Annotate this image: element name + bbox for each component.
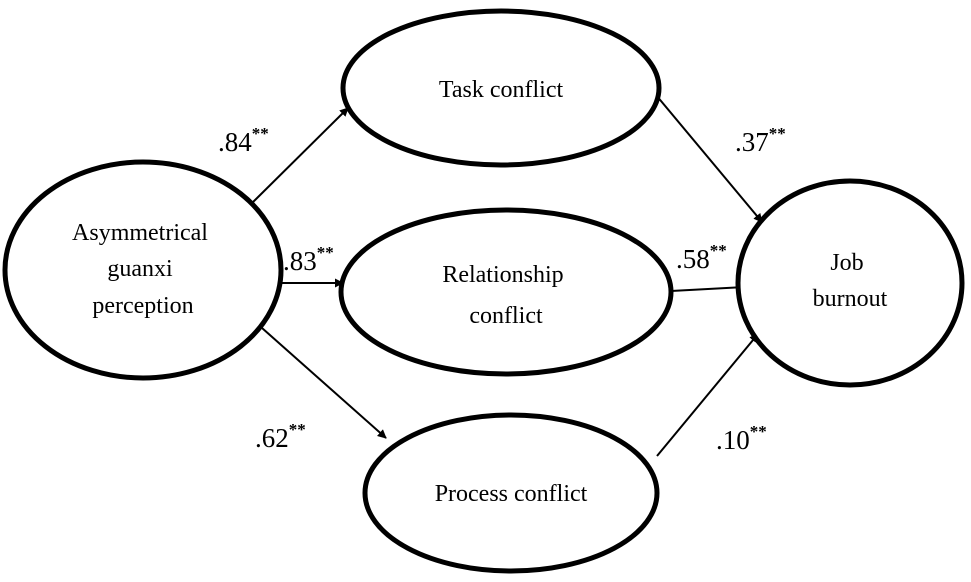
node-relationship-conflict-line-2: conflict — [469, 303, 543, 329]
arrow-guanxi-to-process — [261, 327, 387, 439]
svg-text:Asymmetrical guanxi: Asymmetrical guanxi perception — [72, 220, 214, 319]
node-asymmetrical-guanxi-line-2: guanxi — [107, 256, 173, 282]
coef-task-to-burnout: .37** — [735, 124, 786, 157]
coef-task-to-burnout-sig: ** — [769, 124, 786, 143]
coef-guanxi-to-relationship-sig: ** — [317, 243, 334, 262]
arrow-task-to-burnout — [655, 94, 763, 223]
coef-guanxi-to-task-sig: ** — [252, 124, 269, 143]
node-process-conflict-line-1: Process conflict — [435, 481, 588, 507]
coef-guanxi-to-relationship-value: .83 — [283, 246, 317, 276]
arrow-guanxi-to-task — [249, 107, 349, 206]
node-asymmetrical-guanxi: Asymmetrical guanxi perception — [2, 159, 284, 381]
node-asymmetrical-guanxi-ellipse — [2, 159, 284, 381]
coef-process-to-burnout-value: .10 — [716, 425, 750, 455]
coef-relationship-to-burnout-sig: ** — [710, 241, 727, 260]
edges — [249, 94, 763, 457]
node-task-conflict-ellipse — [340, 8, 662, 168]
node-job-burnout-line-1: Job — [830, 250, 863, 276]
node-process-conflict: Process conflict — [362, 412, 660, 574]
svg-text:Job burnout: Job burnout — [813, 250, 888, 312]
node-relationship-conflict: Relationship conflict — [338, 207, 674, 377]
path-coefficients: .84** .83** .62** .37** .58** .10** — [218, 124, 786, 455]
coef-task-to-burnout-value: .37 — [735, 127, 769, 157]
arrow-process-to-burnout — [656, 333, 759, 457]
node-asymmetrical-guanxi-line-3: perception — [92, 293, 193, 319]
node-process-conflict-ellipse — [362, 412, 660, 574]
coef-relationship-to-burnout-value: .58 — [676, 244, 710, 274]
svg-text:Process conflict: Process conflict — [435, 481, 588, 507]
coef-relationship-to-burnout: .58** — [676, 241, 727, 274]
coef-guanxi-to-task: .84** — [218, 124, 269, 157]
svg-text:Task conflict: Task conflict — [439, 77, 564, 103]
coef-guanxi-to-task-value: .84 — [218, 127, 252, 157]
node-job-burnout: Job burnout — [735, 178, 965, 388]
coef-process-to-burnout-sig: ** — [750, 422, 767, 441]
node-job-burnout-line-2: burnout — [813, 286, 888, 312]
node-task-conflict: Task conflict — [340, 8, 662, 168]
coef-guanxi-to-process: .62** — [255, 420, 306, 453]
coef-guanxi-to-process-sig: ** — [289, 420, 306, 439]
coef-guanxi-to-relationship: .83** — [283, 243, 334, 276]
coef-process-to-burnout: .10** — [716, 422, 767, 455]
node-task-conflict-line-1: Task conflict — [439, 77, 564, 103]
node-job-burnout-ellipse — [735, 178, 965, 388]
coef-guanxi-to-process-value: .62 — [255, 423, 289, 453]
node-relationship-conflict-ellipse — [338, 207, 674, 377]
svg-text:Relationship conflict: Relationship conflict — [442, 262, 569, 329]
arrow-relationship-to-burnout — [670, 282, 746, 292]
node-relationship-conflict-line-1: Relationship — [442, 262, 563, 288]
node-asymmetrical-guanxi-line-1: Asymmetrical — [72, 220, 208, 246]
